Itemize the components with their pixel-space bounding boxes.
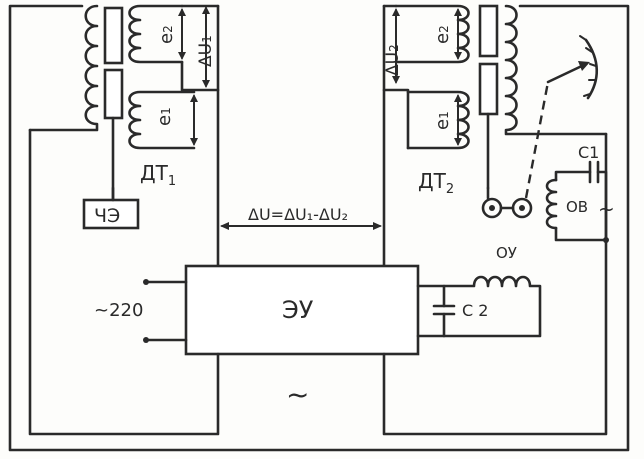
label-du1: ΔU1: [196, 35, 216, 67]
dt1-core-upper: [103, 6, 124, 65]
label-e2-left: e2: [156, 25, 177, 44]
label-oy: ОУ: [496, 244, 517, 262]
label-tilde-bottom: ~: [286, 378, 309, 411]
servo-motor: [481, 35, 599, 219]
wire-left-bottom: [8, 4, 630, 452]
control-winding: [416, 275, 542, 338]
label-du2: ΔU2: [383, 44, 403, 76]
label-ov: ОВ: [566, 198, 588, 216]
label-c2: C 2: [462, 301, 488, 320]
pointer-scale: [584, 38, 599, 100]
label-c1: C1: [578, 143, 599, 162]
wire-left-outer: [28, 128, 220, 436]
label-du-formula: ΔU=ΔU₁-ΔU₂: [248, 205, 348, 224]
dt1-coil-e1: [128, 90, 196, 150]
label-e2-right: e2: [432, 25, 453, 44]
amplifier-box: [184, 264, 420, 356]
dt2-core-lower: [478, 62, 499, 116]
label-dt2: ДТ2: [418, 169, 454, 197]
difference-voltage-arrow: [220, 222, 382, 230]
transformer-dt2: [382, 4, 608, 272]
label-eu: ЭУ: [282, 296, 314, 324]
label-che: ЧЭ: [94, 205, 120, 227]
wire-right-outer: [382, 132, 608, 436]
label-e1-left: e1: [154, 107, 175, 126]
dt2-primary-coil: [504, 4, 608, 136]
label-dt1: ДТ1: [140, 161, 176, 189]
mains-input: [143, 279, 188, 343]
label-e1-right: e1: [432, 111, 453, 130]
transformer-dt1: [28, 4, 220, 272]
pointer-arm: [546, 62, 588, 84]
dt1-core-lower: [103, 68, 124, 120]
dt2-core-upper: [478, 4, 499, 58]
sensing-element-box: [82, 198, 140, 230]
dt1-primary-coil: [28, 4, 99, 132]
dt1-coil-e2: [128, 4, 184, 64]
label-mains: ~220: [94, 300, 143, 321]
mechanical-link: [524, 81, 550, 199]
